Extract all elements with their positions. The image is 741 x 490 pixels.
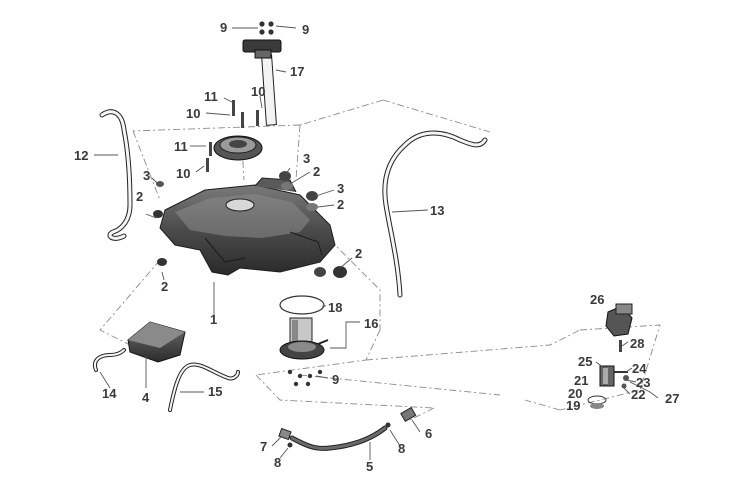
regulator-assembly xyxy=(587,365,629,409)
callout-28: 28 xyxy=(630,336,644,351)
callout-23: 23 xyxy=(636,375,650,390)
callout-9b: 9 xyxy=(302,22,309,37)
callout-25: 25 xyxy=(578,354,592,369)
callout-14: 14 xyxy=(102,386,117,401)
callout-22: 22 xyxy=(631,387,645,402)
callout-17: 17 xyxy=(290,64,304,79)
hose-14 xyxy=(93,348,126,372)
hose-right xyxy=(382,130,488,298)
callout-2d: 2 xyxy=(337,197,344,212)
fuel-pump xyxy=(279,317,329,360)
grommets xyxy=(153,171,347,278)
callout-10c: 10 xyxy=(176,166,190,181)
callout-24: 24 xyxy=(632,361,647,376)
callout-26: 26 xyxy=(590,292,604,307)
callout-3b: 3 xyxy=(303,151,310,166)
callout-10b: 10 xyxy=(186,106,200,121)
callout-2b: 2 xyxy=(161,279,168,294)
callout-19: 19 xyxy=(566,398,580,413)
callout-13: 13 xyxy=(430,203,444,218)
callout-9a: 9 xyxy=(220,20,227,35)
callout-2a: 2 xyxy=(136,189,143,204)
callout-4: 4 xyxy=(142,390,150,405)
callout-11b: 11 xyxy=(174,139,188,154)
callout-7: 7 xyxy=(260,439,267,454)
callout-10a: 10 xyxy=(251,84,265,99)
fuel-line xyxy=(289,425,388,451)
callout-1: 1 xyxy=(210,312,217,327)
fuel-cap xyxy=(213,135,263,161)
callout-15: 15 xyxy=(208,384,222,399)
component-26 xyxy=(605,303,633,337)
callout-9c: 9 xyxy=(332,372,339,387)
callout-16: 16 xyxy=(364,316,378,331)
callout-18: 18 xyxy=(328,300,342,315)
callout-11a: 11 xyxy=(204,89,218,104)
callout-21: 21 xyxy=(574,373,588,388)
evap-canister xyxy=(127,321,186,363)
callout-2e: 2 xyxy=(355,246,362,261)
callout-3a: 3 xyxy=(143,168,150,183)
callout-labels: 1 2 2 2 2 2 3 3 3 4 5 6 7 8 8 9 9 9 10 1… xyxy=(74,20,679,474)
fittings xyxy=(278,406,417,448)
callout-27: 27 xyxy=(665,391,679,406)
o-ring xyxy=(279,295,325,315)
screws-pump xyxy=(287,369,323,387)
cap-bolts xyxy=(206,100,259,172)
callout-12: 12 xyxy=(74,148,88,163)
callout-8b: 8 xyxy=(398,441,405,456)
hose-15 xyxy=(168,362,240,412)
callout-6: 6 xyxy=(425,426,432,441)
screw-28 xyxy=(619,340,622,352)
leader-lines xyxy=(94,25,659,460)
vent-hose-left xyxy=(99,109,133,241)
callout-3c: 3 xyxy=(337,181,344,196)
callout-5: 5 xyxy=(366,459,373,474)
callout-20: 20 xyxy=(568,386,582,401)
callout-8a: 8 xyxy=(274,455,281,470)
screws-top xyxy=(259,21,274,35)
fuel-tank xyxy=(159,177,336,276)
filler-neck xyxy=(242,39,282,126)
callout-2c: 2 xyxy=(313,164,320,179)
